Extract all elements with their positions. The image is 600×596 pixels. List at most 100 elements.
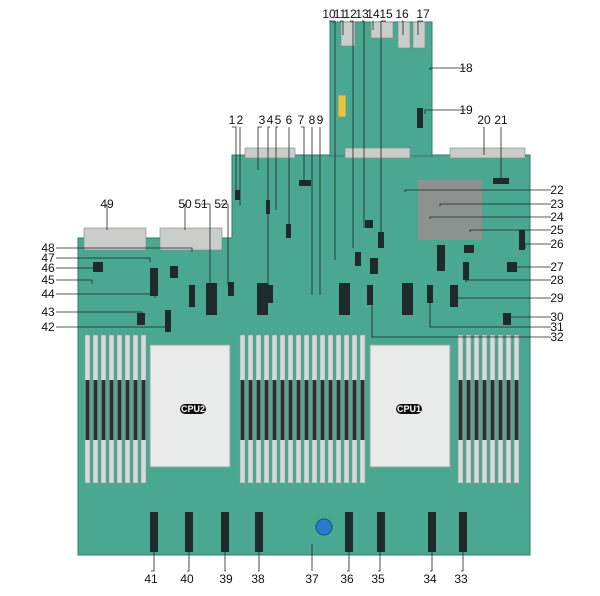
board-connector xyxy=(189,285,195,307)
board-connector xyxy=(228,282,234,296)
board-connector xyxy=(503,313,511,325)
callout-number: 23 xyxy=(550,197,564,211)
psu-connector xyxy=(159,227,223,251)
dimm-slot-label xyxy=(320,380,325,440)
callout-leader xyxy=(380,20,386,240)
board-connector xyxy=(519,230,525,250)
board-connector xyxy=(459,512,467,552)
callout-number: 26 xyxy=(550,237,564,251)
board-connector xyxy=(450,285,458,307)
callout-number: 33 xyxy=(454,572,468,586)
dimm-slot-label xyxy=(336,380,341,440)
board-connector xyxy=(339,283,350,315)
callout-number: 16 xyxy=(395,7,409,21)
dimm-slot-label xyxy=(296,380,301,440)
callout-number: 8 xyxy=(309,113,316,127)
board-connector xyxy=(370,258,378,274)
callout-leader xyxy=(56,257,151,262)
callout-number: 15 xyxy=(379,7,393,21)
callout-leader xyxy=(417,20,423,35)
dimm-slot-label xyxy=(264,380,269,440)
callout-number: 48 xyxy=(41,241,55,255)
callout-number: 29 xyxy=(550,291,564,305)
dimm-slot-label xyxy=(304,380,309,440)
board-connector xyxy=(507,262,517,272)
callout-number: 2 xyxy=(237,113,244,127)
callout-number: 11 xyxy=(334,7,347,21)
dimm-slot-label xyxy=(101,380,106,440)
callout-leaders xyxy=(56,20,551,572)
callout-leader xyxy=(56,279,93,284)
callout-leader xyxy=(56,293,156,298)
board-connector xyxy=(464,245,474,253)
callout-leader xyxy=(509,316,551,320)
callout-leader xyxy=(469,229,551,232)
dimm-slot-label xyxy=(93,380,98,440)
callout-number: 13 xyxy=(355,7,369,21)
callout-number: 37 xyxy=(305,572,319,586)
callout-number: 52 xyxy=(214,197,228,211)
dimm-slot-label xyxy=(474,380,479,440)
cpu1-label: CPU1 xyxy=(397,404,421,414)
callout-number: 51 xyxy=(194,197,208,211)
callout-leader xyxy=(362,20,365,228)
callout-number: 17 xyxy=(416,7,430,21)
dimm-slot-label xyxy=(498,380,503,440)
callout-number: 39 xyxy=(219,572,233,586)
board-connector xyxy=(365,220,373,228)
psu-connector xyxy=(83,227,147,251)
board-connector xyxy=(355,252,361,266)
callout-number: 49 xyxy=(100,197,114,211)
heatsink xyxy=(418,180,482,240)
board-connector xyxy=(257,283,268,315)
dimm-slot-label xyxy=(125,380,130,440)
board-connector xyxy=(150,512,158,552)
callout-number: 5 xyxy=(275,113,282,127)
callout-number: 43 xyxy=(41,305,55,319)
dimm-slots xyxy=(84,334,520,484)
board-connector xyxy=(206,283,217,315)
callout-number: 45 xyxy=(41,273,55,287)
dimm-slot-label xyxy=(490,380,495,440)
callout-leader xyxy=(56,267,98,272)
callout-leader xyxy=(221,203,229,285)
callout-number: 7 xyxy=(298,113,305,127)
callout-leader xyxy=(329,20,336,260)
callout-leader xyxy=(187,552,190,572)
callout-leader xyxy=(404,189,551,192)
board-connector xyxy=(437,245,445,271)
callout-number: 20 xyxy=(477,113,491,127)
callout-number: 10 xyxy=(322,7,336,21)
cpu2-label: CPU2 xyxy=(181,404,205,414)
dimm-slot-label xyxy=(458,380,463,440)
board-connector xyxy=(93,262,103,272)
board-connector xyxy=(286,224,291,238)
dimm-slot-label xyxy=(344,380,349,440)
board-connector xyxy=(170,266,178,278)
dimm-slot-label xyxy=(288,380,293,440)
board-connector xyxy=(137,313,145,325)
callout-leader xyxy=(301,126,305,182)
callout-number: 30 xyxy=(550,310,564,324)
callout-number: 47 xyxy=(41,251,55,265)
dimm-slot-label xyxy=(514,380,519,440)
callout-leader xyxy=(429,290,551,328)
dimm-slot-label xyxy=(141,380,146,440)
callout-leader xyxy=(56,247,193,252)
callout-number: 36 xyxy=(340,572,354,586)
callout-number: 18 xyxy=(459,61,473,75)
dimm-slot-label xyxy=(256,380,261,440)
top-connector xyxy=(412,21,426,49)
callout-number: 21 xyxy=(494,113,508,127)
callout-number: 42 xyxy=(41,320,55,334)
callout-number: 25 xyxy=(550,223,564,237)
callout-leader xyxy=(151,552,155,572)
callout-leader xyxy=(516,266,551,268)
callout-number: 35 xyxy=(371,572,385,586)
callout-number: 9 xyxy=(317,113,324,127)
board-connector xyxy=(367,285,373,305)
callout-leader xyxy=(424,109,466,114)
dimm-slot-label xyxy=(240,380,245,440)
callout-number: 12 xyxy=(343,7,357,21)
